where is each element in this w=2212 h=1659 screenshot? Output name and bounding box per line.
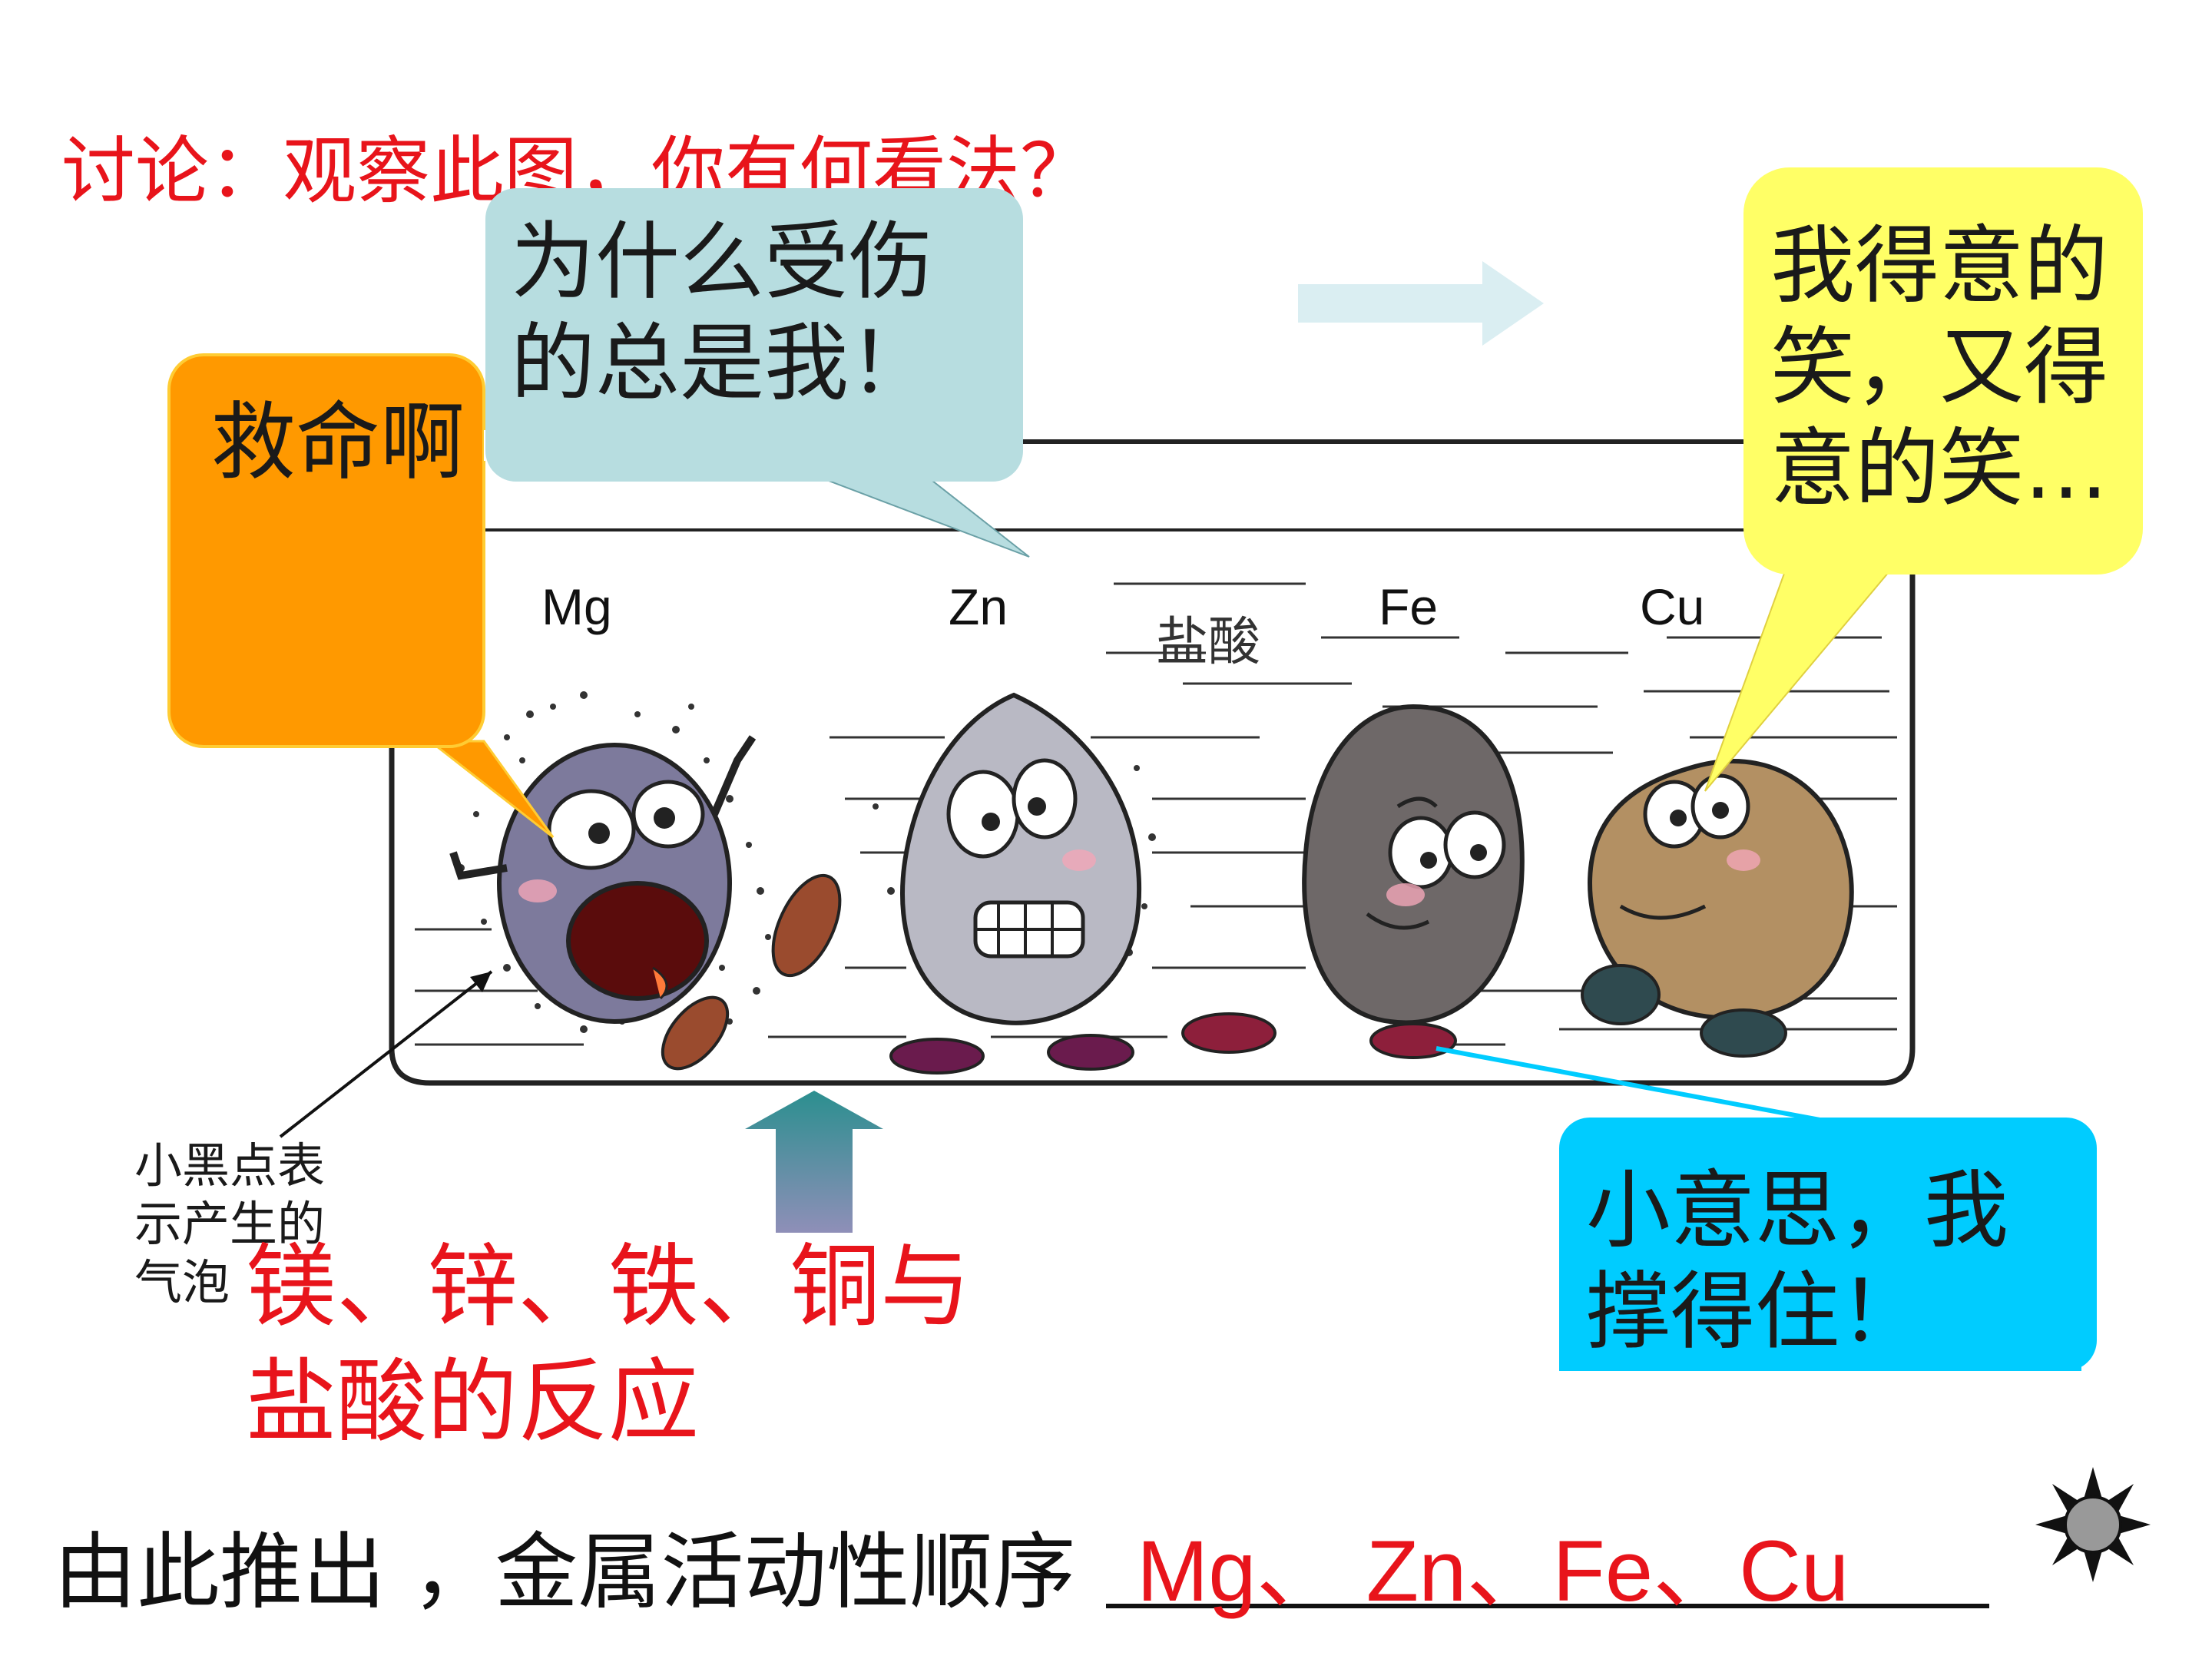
cu-bubble-text-line2: 笑，又得 bbox=[1770, 318, 2108, 416]
bubbles-note-line2: 示产生的 bbox=[134, 1196, 326, 1252]
metal-label-fe: Fe bbox=[1379, 578, 1439, 635]
cu-bubble-text-line1: 我得意的 bbox=[1770, 217, 2108, 315]
fe-bubble-text-line2: 撑得住！ bbox=[1586, 1263, 1924, 1361]
mg-speech-bubble bbox=[167, 353, 555, 839]
answer-underline bbox=[1106, 1604, 1989, 1608]
caption-line2: 盐酸的反应 bbox=[246, 1349, 700, 1455]
mg-character bbox=[449, 691, 842, 1071]
zn-bubble-text-line2: 的总是我！ bbox=[511, 314, 933, 412]
fe-bubble-text-line1: 小意思，我 bbox=[1586, 1161, 2008, 1260]
bubbles-note: 小黑点表 示产生的 气泡 bbox=[134, 1137, 388, 1312]
fe-character bbox=[1181, 704, 1525, 1059]
bubbles-note-line3: 气泡 bbox=[134, 1254, 230, 1310]
zn-bubble-text-line1: 为什么受伤 bbox=[511, 213, 933, 311]
cu-bubble-text-line3: 意的笑… bbox=[1770, 419, 2108, 518]
bubbles-note-line1: 小黑点表 bbox=[134, 1137, 326, 1194]
metal-label-mg: Mg bbox=[541, 578, 612, 635]
zn-character bbox=[873, 692, 1156, 1075]
liquid-label: 盐酸 bbox=[1156, 612, 1261, 673]
note-pointer bbox=[279, 970, 493, 1138]
metal-label-cu: Cu bbox=[1640, 578, 1705, 635]
conclusion-text: 由此推出 ，金属活动性顺序 bbox=[54, 1525, 1076, 1621]
mg-bubble-text: 救命啊 bbox=[211, 393, 465, 492]
zn-speech-bubble bbox=[485, 188, 1030, 558]
metal-label-zn: Zn bbox=[949, 578, 1008, 635]
caption-line1: 镁、锌、铁、铜与 bbox=[246, 1233, 972, 1339]
cu-character bbox=[1581, 759, 1854, 1058]
sun-icon[interactable] bbox=[2035, 1467, 2151, 1582]
up-arrow-icon bbox=[745, 1091, 883, 1233]
reaction-caption: 镁、锌、铁、铜与 盐酸的反应 bbox=[246, 1229, 1283, 1459]
activity-order-answer: Mg、 Zn、Fe、Cu bbox=[1137, 1523, 1849, 1619]
right-arrow-icon bbox=[1298, 261, 1544, 346]
cu-speech-bubble bbox=[1704, 167, 2143, 792]
fe-speech-bubble bbox=[1435, 1046, 2097, 1371]
